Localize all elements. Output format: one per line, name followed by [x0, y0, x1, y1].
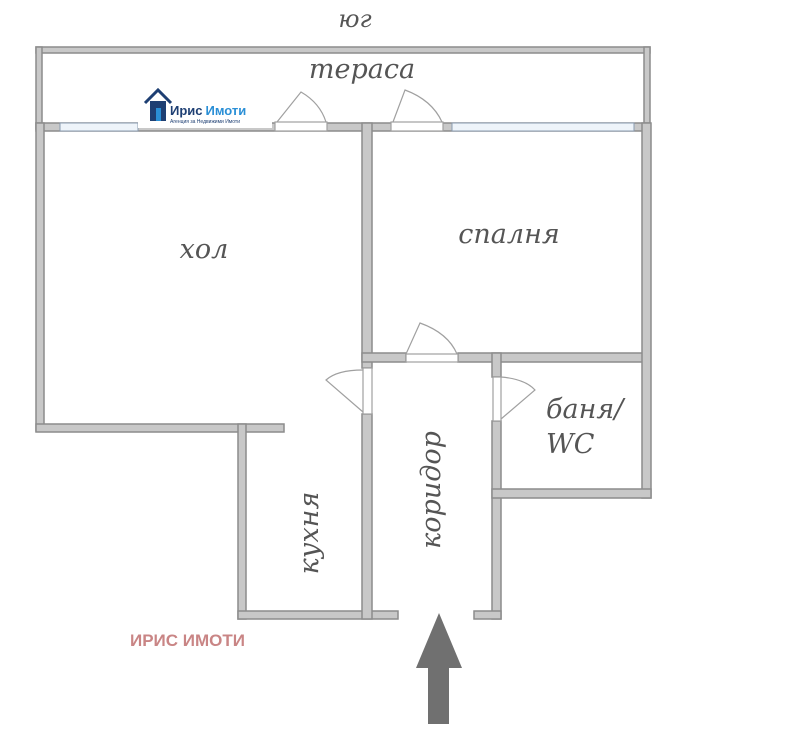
logo-name-part2: Имоти	[206, 103, 247, 118]
bath-corridor-wall-top	[491, 352, 502, 378]
bathroom-label-line2: WC	[546, 429, 595, 460]
watermark-text: ИРИС ИМОТИ	[130, 631, 245, 650]
living-terrace-door	[274, 121, 328, 132]
arrow-up-icon	[416, 613, 462, 724]
doors	[274, 89, 536, 422]
bedroom-terrace-door	[390, 121, 444, 132]
living-terrace-door-swing	[276, 91, 327, 123]
corridor-bottom-wall	[473, 610, 502, 620]
living-door	[362, 367, 373, 415]
kitchen-label: кухня	[294, 492, 325, 575]
kitchen-bottom-wall	[237, 610, 399, 620]
compass-direction: юг	[338, 5, 371, 33]
living-label: хол	[180, 234, 229, 265]
bedroom-terrace-door-swing	[392, 89, 443, 123]
bedroom-door	[405, 353, 459, 363]
walls	[35, 46, 652, 620]
terrace-top-wall	[35, 46, 651, 54]
bedroom-window	[451, 122, 635, 132]
right-outer-wall	[641, 122, 652, 499]
bathroom-label-line1: баня/	[546, 394, 626, 425]
kitchen-left-wall	[237, 423, 247, 620]
logo-name-part1: Ирис	[170, 103, 203, 118]
terrace-label: тераса	[309, 54, 415, 85]
bedroom-bottom-wall-right	[457, 352, 651, 363]
bath-corridor-wall-bottom	[491, 420, 502, 620]
living-left-wall	[35, 122, 45, 432]
bathroom-door	[492, 376, 502, 422]
bedroom-door-swing	[405, 322, 458, 355]
bathroom-bottom-wall	[491, 488, 652, 499]
logo-tagline: Агенция за Недвижими Имоти	[170, 119, 240, 125]
terrace-right-wall	[643, 46, 651, 130]
corridor-label: коридор	[416, 431, 447, 549]
living-window	[59, 122, 139, 132]
house-icon	[143, 87, 173, 121]
living-door-swing	[325, 369, 364, 413]
terrace-left-wall	[35, 46, 43, 130]
living-bedroom-wall	[361, 122, 373, 369]
kitchen-corridor-wall	[361, 413, 373, 620]
bedroom-label: спалня	[458, 219, 559, 250]
living-bottom-wall	[35, 423, 285, 433]
bathroom-door-swing	[500, 376, 536, 420]
bedroom-bottom-wall-left	[361, 352, 407, 363]
